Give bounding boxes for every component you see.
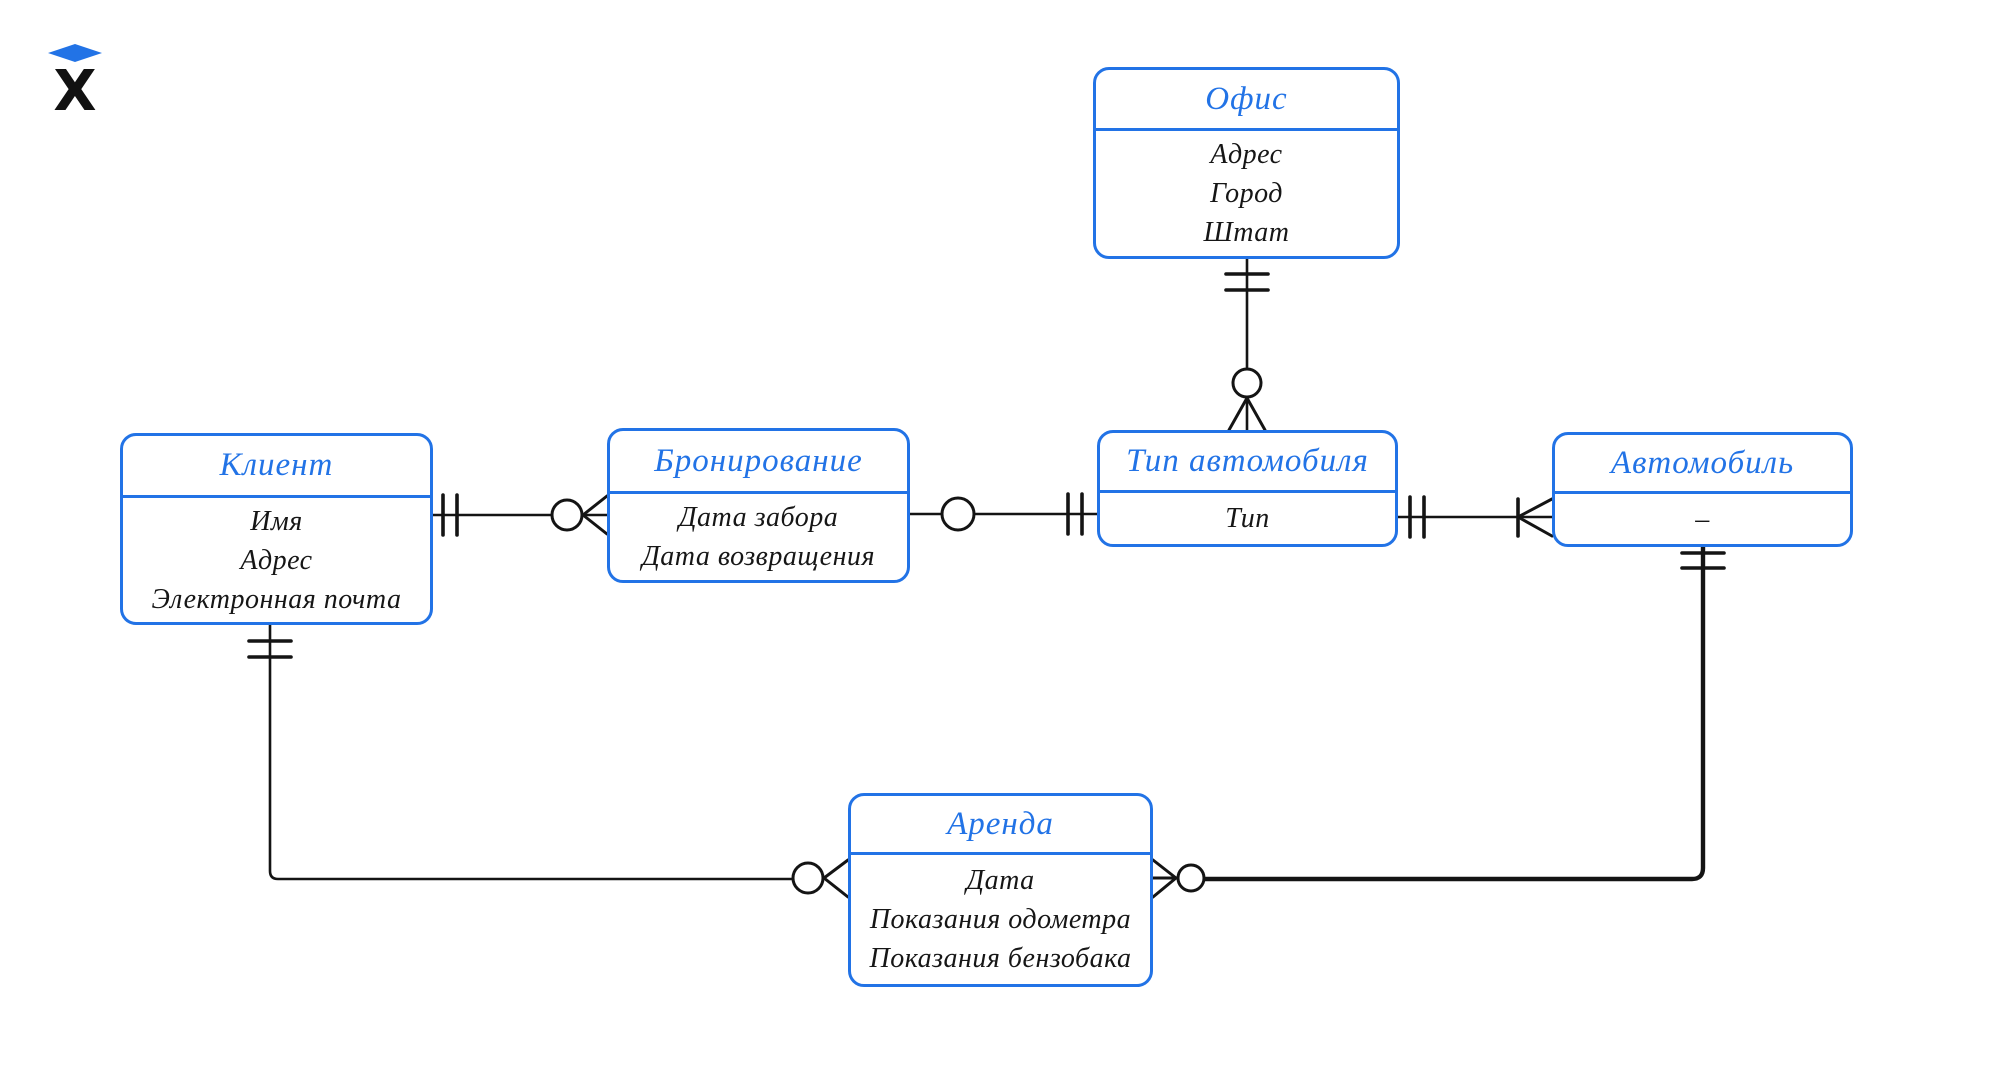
logo-x-letter: X [53, 59, 96, 116]
entity-title: Офис [1096, 70, 1397, 131]
entity-title: Автомобиль [1555, 435, 1850, 494]
attribute: Город [1210, 178, 1283, 209]
zero-or-many-marker [1227, 367, 1267, 432]
attribute: Тип [1225, 503, 1270, 534]
attribute: Электронная почта [151, 583, 402, 615]
relationship-booking-cartype [908, 492, 1099, 536]
zero-or-many-marker [1151, 858, 1206, 899]
entity-cartype: Тип автомобиля Тип [1097, 430, 1398, 547]
entity-booking: Бронирование Дата забора Дата возвращени… [607, 428, 910, 583]
attribute: Дата возвращения [641, 541, 876, 572]
entity-attributes: Тип [1100, 493, 1395, 544]
entity-attributes: Дата Показания одометра Показания бензоб… [851, 855, 1150, 984]
one-and-only-one-marker [1680, 551, 1726, 570]
entity-attributes: Дата забора Дата возвращения [610, 494, 907, 580]
one-and-only-one-marker [1408, 495, 1426, 539]
one-and-only-one-marker [1224, 272, 1270, 292]
attribute: Штат [1203, 217, 1290, 248]
entity-title: Бронирование [610, 431, 907, 494]
entity-attributes: – [1555, 494, 1850, 544]
logo-diamond-icon [48, 44, 102, 62]
attribute: Показания бензобака [869, 943, 1132, 974]
entity-car: Автомобиль – [1552, 432, 1853, 547]
one-or-many-marker [1516, 497, 1554, 538]
entity-attributes: Адрес Город Штат [1096, 131, 1397, 256]
one-and-only-one-marker [247, 639, 293, 659]
relationship-client-booking [431, 493, 609, 537]
relationship-cartype-car [1396, 495, 1554, 539]
entity-title: Тип автомобиля [1100, 433, 1395, 493]
attribute: Адрес [240, 544, 313, 576]
entity-attributes: Имя Адрес Электронная почта [123, 498, 430, 622]
attribute: Имя [250, 505, 303, 537]
relationship-car-rental [1151, 544, 1726, 899]
one-and-only-one-marker [441, 493, 459, 537]
attribute: Показания одометра [869, 904, 1132, 935]
entity-rental: Аренда Дата Показания одометра Показания… [848, 793, 1153, 987]
entity-office: Офис Адрес Город Штат [1093, 67, 1400, 259]
one-and-only-one-marker [1066, 492, 1084, 536]
attribute: Дата забора [678, 502, 839, 533]
zero-or-many-marker [791, 858, 850, 899]
relationship-office-cartype [1224, 257, 1270, 432]
attribute: – [1695, 503, 1710, 535]
zero-or-many-marker [550, 494, 609, 536]
attribute: Адрес [1210, 139, 1283, 170]
zero-optional-circle-marker [940, 496, 976, 532]
entity-title: Клиент [123, 436, 430, 498]
attribute: Дата [966, 865, 1035, 896]
entity-client: Клиент Имя Адрес Электронная почта [120, 433, 433, 625]
entity-title: Аренда [851, 796, 1150, 855]
relationship-client-rental [247, 623, 850, 899]
x-diamond-logo: X [48, 44, 102, 116]
